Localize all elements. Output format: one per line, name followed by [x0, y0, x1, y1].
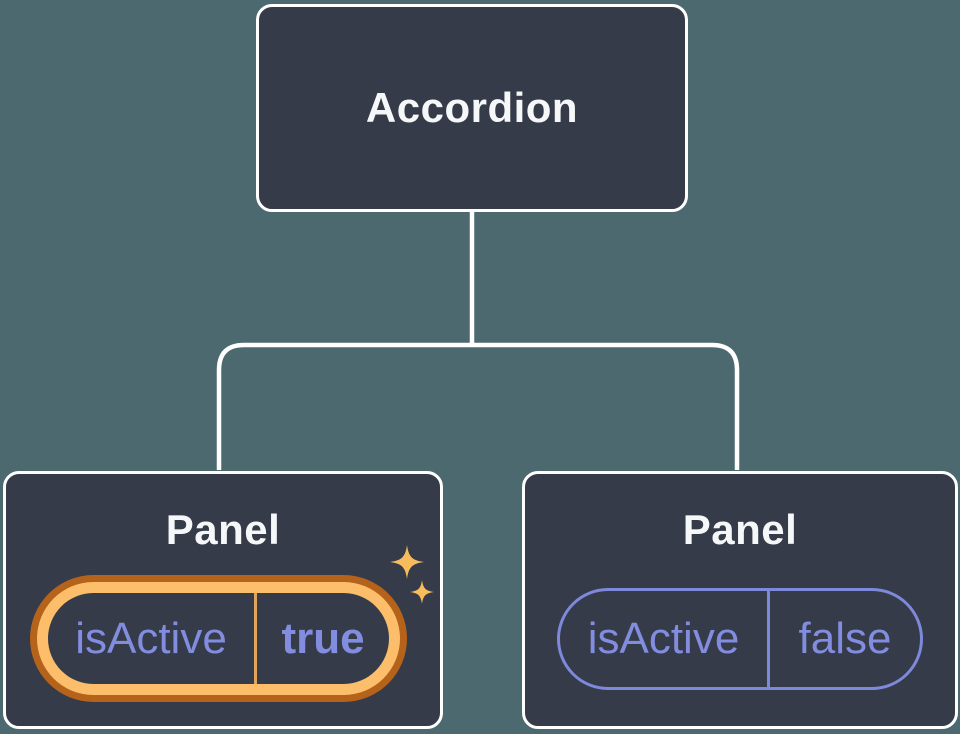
panel-node-active: Panel isActive true — [3, 471, 443, 729]
panel-title: Panel — [165, 506, 281, 553]
panel-title: Panel — [682, 506, 798, 553]
state-pill-highlight-ring: isActive true — [30, 575, 407, 702]
accordion-node: Accordion — [256, 4, 688, 212]
state-pill-divider — [767, 591, 770, 687]
accordion-node-label: Accordion — [365, 84, 579, 131]
panel-node-inactive: Panel isActive false — [522, 471, 958, 729]
state-pill-inactive: isActive false — [557, 588, 923, 690]
state-name-label: isActive — [587, 614, 740, 663]
state-pill-active: isActive true — [48, 593, 389, 684]
state-value-label: false — [798, 614, 892, 663]
state-value-label: true — [281, 613, 365, 663]
state-name-label: isActive — [75, 613, 227, 663]
state-pill-divider — [254, 593, 257, 684]
state-pill-highlight-ring-inner: isActive true — [37, 582, 400, 695]
